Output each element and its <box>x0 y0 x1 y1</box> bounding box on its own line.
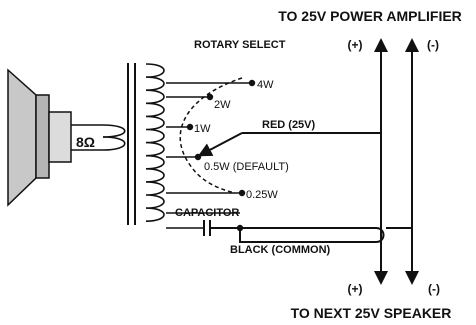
black-wire <box>210 224 385 243</box>
tap-label-1w: 1W <box>194 123 211 135</box>
impedance-label: 8Ω <box>76 134 95 150</box>
speaker-icon <box>7 68 72 207</box>
plus-bottom-label: (+) <box>348 282 363 296</box>
tap-label-2w: 2W <box>214 99 231 111</box>
primary-coil-loops <box>145 63 165 222</box>
tap-label-4w: 4W <box>257 79 274 91</box>
bus-lines <box>374 38 419 285</box>
title-bottom: TO NEXT 25V SPEAKER <box>291 305 452 321</box>
capacitor-label: CAPACITOR <box>175 207 239 219</box>
rotary-select-label: ROTARY SELECT <box>194 39 286 51</box>
tap-wires <box>166 82 252 214</box>
tap-label-05w: 0.5W (DEFAULT) <box>204 161 289 173</box>
plus-top-label: (+) <box>348 38 363 52</box>
black-wire-label: BLACK (COMMON) <box>230 244 331 256</box>
title-top: TO 25V POWER AMPLIFIER <box>278 8 462 24</box>
tap-dots <box>186 79 256 197</box>
minus-bottom-label: (-) <box>428 282 440 296</box>
tap-label-025w: 0.25W <box>246 189 278 201</box>
secondary-coil <box>71 124 126 151</box>
red-wire-label: RED (25V) <box>262 119 316 131</box>
transformer-core <box>127 63 136 225</box>
primary-coil <box>145 63 165 222</box>
rotary-select-arc <box>179 77 243 194</box>
minus-top-label: (-) <box>427 38 439 52</box>
capacitor-symbol <box>166 220 211 236</box>
rotary-arrow <box>197 132 243 157</box>
